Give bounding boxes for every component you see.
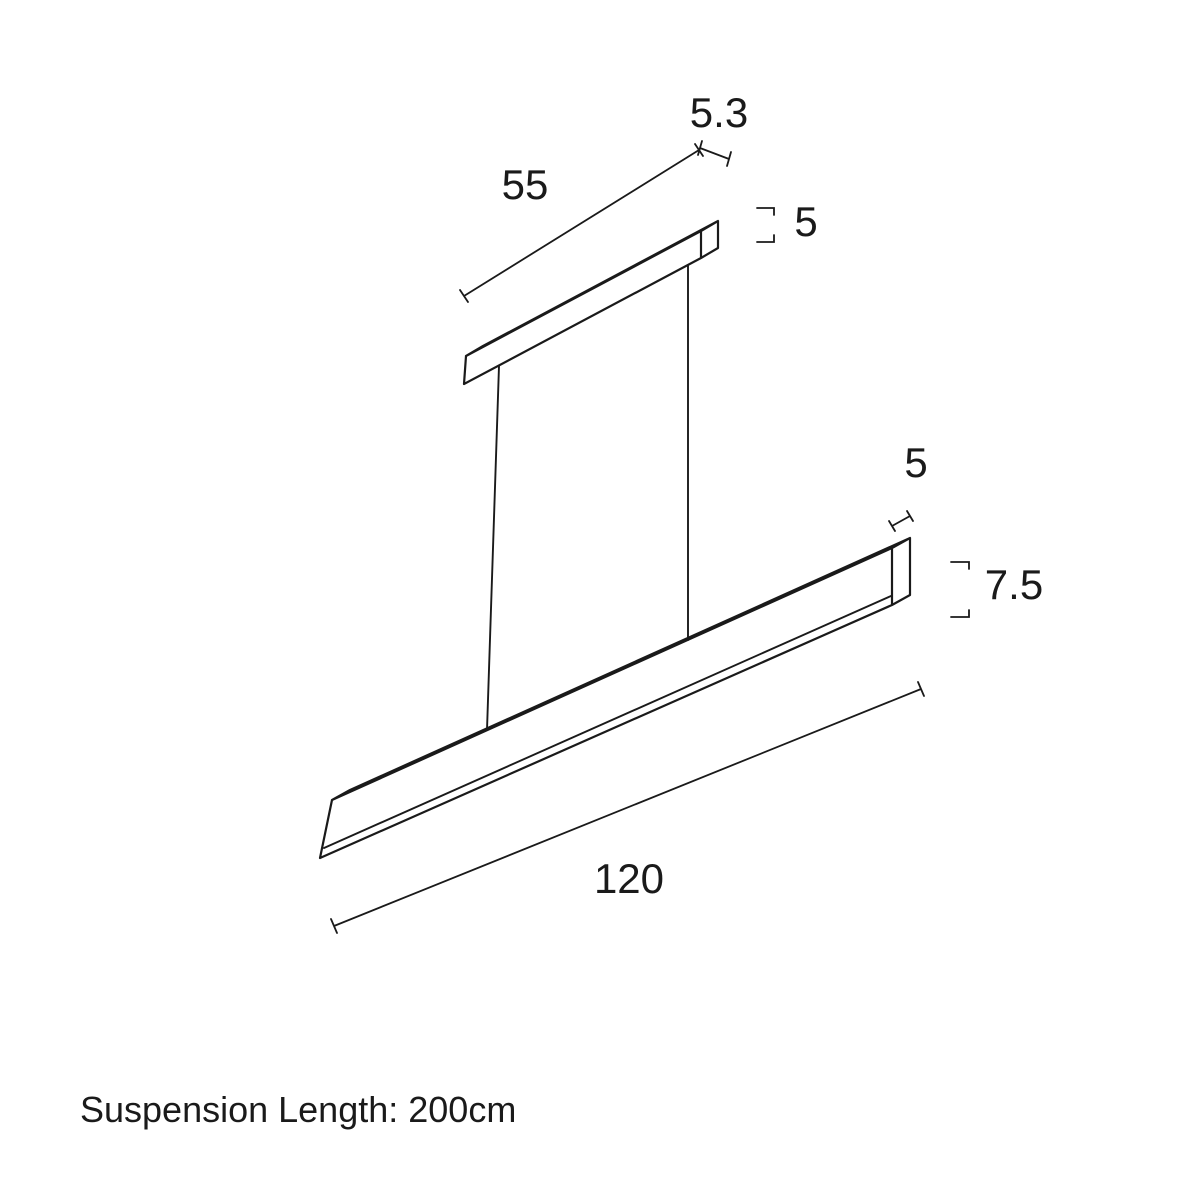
dim-canopy-length: 55 xyxy=(459,143,704,303)
suspension-wires xyxy=(486,264,689,731)
light-bar-outline xyxy=(318,536,912,860)
dimensions: 55 5.3 5 5 7.5 120 xyxy=(330,89,1043,934)
dim-canopy-height-label: 5 xyxy=(794,198,817,245)
dim-fixture-height-label: 7.5 xyxy=(985,561,1043,608)
dim-fixture-length-label: 120 xyxy=(594,855,664,902)
dim-canopy-depth-label: 5.3 xyxy=(690,89,748,136)
dim-canopy-length-label: 55 xyxy=(502,161,549,208)
dim-fixture-height: 7.5 xyxy=(950,561,1043,618)
light-bar xyxy=(318,536,912,860)
dim-canopy-length-line xyxy=(459,143,704,303)
light-bar-diffuser-line xyxy=(323,595,892,849)
dim-fixture-length: 120 xyxy=(330,681,925,934)
suspension-length-note: Suspension Length: 200cm xyxy=(80,1089,516,1130)
canopy xyxy=(462,219,720,386)
dim-canopy-height: 5 xyxy=(756,198,818,245)
dim-canopy-depth: 5.3 xyxy=(690,89,748,167)
suspension-wire-left xyxy=(486,365,500,731)
dim-canopy-depth-line xyxy=(697,140,732,167)
canopy-outline xyxy=(462,219,720,386)
dim-fixture-depth-label: 5 xyxy=(904,439,927,486)
dim-fixture-depth-line xyxy=(888,510,914,532)
dim-fixture-length-line xyxy=(330,681,925,934)
dim-fixture-height-bracket xyxy=(950,561,970,618)
dim-canopy-height-bracket xyxy=(756,207,775,243)
dim-fixture-depth: 5 xyxy=(888,439,928,532)
